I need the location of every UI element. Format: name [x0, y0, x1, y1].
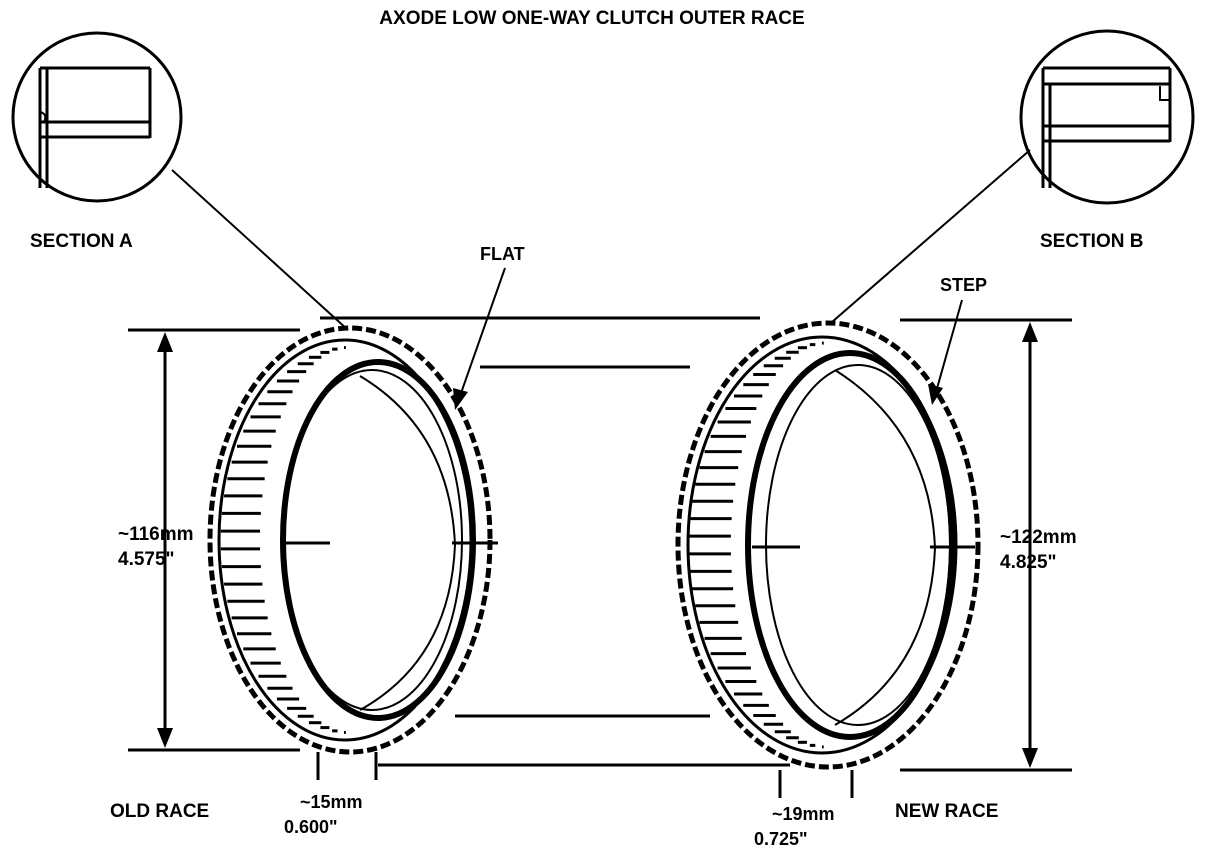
old-race-ring: [207, 325, 498, 755]
new-race-label: NEW RACE: [895, 801, 998, 822]
diagram-title: AXODE LOW ONE-WAY CLUTCH OUTER RACE: [379, 8, 804, 29]
step-arrow: [928, 299, 963, 405]
section-b-leader: [831, 149, 1031, 323]
old-width-ticks: [316, 752, 378, 780]
flat-arrow: [453, 267, 506, 410]
new-race-ring: [675, 320, 981, 770]
old-width-in: 0.600": [284, 817, 338, 837]
section-a-detail: [11, 31, 183, 203]
new-height-mm: ~122mm: [1000, 527, 1077, 548]
flat-label: FLAT: [480, 244, 525, 264]
new-width-ticks: [778, 770, 854, 798]
section-b-label: SECTION B: [1040, 231, 1143, 252]
old-width-mm: ~15mm: [300, 792, 363, 812]
old-height-dimension-arrow: [157, 332, 173, 748]
extension-lines: [128, 316, 1072, 772]
new-width-in: 0.725": [754, 829, 808, 849]
section-b-detail: [1019, 29, 1195, 205]
new-height-dimension-arrow: [1022, 322, 1038, 768]
step-label: STEP: [940, 275, 987, 295]
new-height-in: 4.825": [1000, 552, 1057, 573]
old-height-in: 4.575": [118, 549, 175, 570]
new-width-mm: ~19mm: [772, 804, 835, 824]
section-a-leader: [171, 169, 349, 331]
old-race-label: OLD RACE: [110, 801, 209, 822]
section-a-label: SECTION A: [30, 231, 133, 252]
old-height-mm: ~116mm: [118, 524, 194, 545]
